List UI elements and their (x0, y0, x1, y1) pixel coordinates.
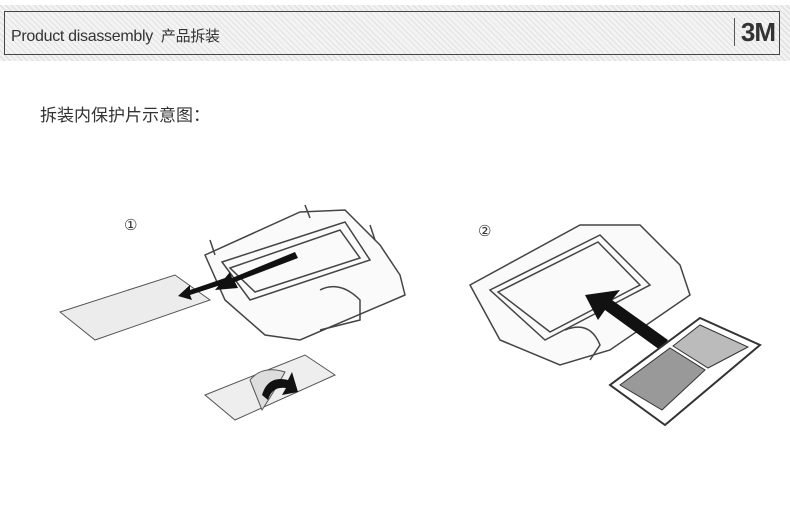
arrow-in-icon (585, 290, 668, 350)
arrow-out-icon (178, 252, 298, 300)
title-en: Product disassembly (11, 28, 153, 45)
header-box: Product disassembly 产品拆装 3M (4, 11, 780, 55)
step-1-helmet-frame (204, 204, 406, 341)
protective-sheet (58, 274, 212, 341)
step-2-number: ② (478, 223, 492, 240)
section-title: Product disassembly 产品拆装 (11, 25, 220, 46)
subtitle: 拆装内保护片示意图： (40, 106, 210, 125)
filter-lens (608, 316, 762, 427)
title-cn: 产品拆装 (160, 28, 220, 45)
step-1-number: ① (124, 217, 138, 234)
brand-logo: 3M (733, 18, 776, 46)
peel-arrow-icon (262, 372, 298, 400)
